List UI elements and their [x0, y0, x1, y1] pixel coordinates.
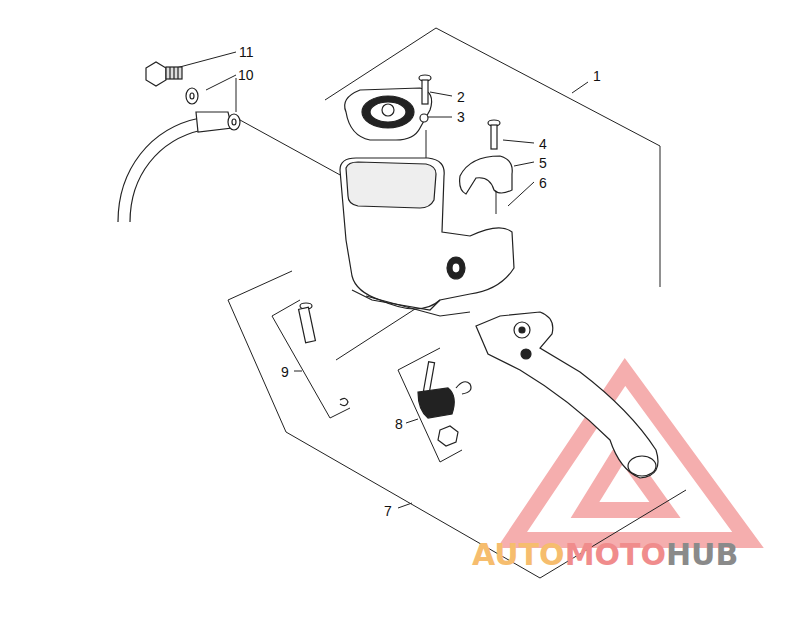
callout-number: 7: [384, 504, 392, 518]
callout-number: 5: [539, 156, 547, 170]
washers: [186, 88, 240, 130]
pivot-pin: [299, 303, 348, 406]
leader-lines: [176, 52, 534, 214]
watermark-text: MOTO: [565, 540, 666, 570]
reservoir-cap: [345, 88, 432, 140]
watermark-text: AUTO: [472, 540, 565, 570]
callout-number: 1: [593, 69, 601, 83]
callout-number: 6: [539, 176, 547, 190]
callout-number: 4: [539, 137, 547, 151]
adjuster: [418, 362, 471, 446]
brackets: [228, 28, 686, 578]
callout-number: 11: [239, 45, 254, 59]
brake-lever: [476, 312, 658, 478]
callout-number: 8: [395, 417, 403, 431]
callout-number: 10: [238, 68, 254, 82]
watermark-text: HUB: [666, 540, 738, 570]
hose: [118, 112, 232, 222]
watermark: AUTOMOTOHUB: [472, 540, 738, 570]
callout-number: 9: [281, 365, 289, 379]
clamp: [460, 156, 513, 194]
banjo-bolt: [146, 62, 182, 86]
screws: [419, 75, 500, 149]
callout-number: 3: [457, 110, 465, 124]
callout-number: 2: [457, 90, 465, 104]
master-cylinder: [340, 158, 514, 316]
